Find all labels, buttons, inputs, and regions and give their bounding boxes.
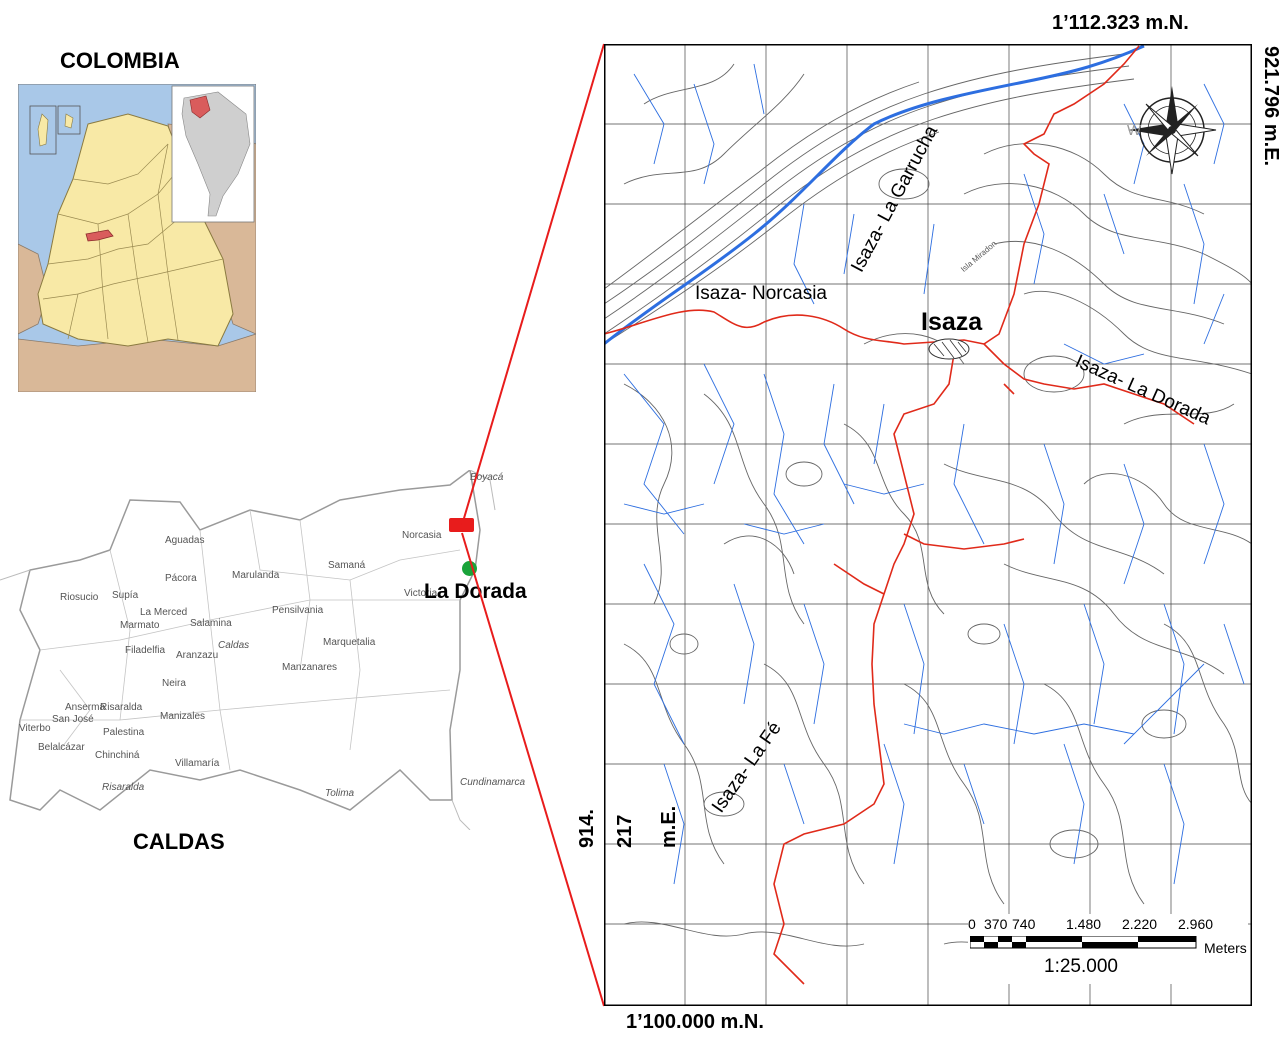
scale-tick-label: 2.960	[1178, 916, 1214, 932]
region-label: Tolima	[325, 788, 355, 799]
scale-tick-label: 370	[984, 916, 1008, 932]
region-label: Cundinamarca	[460, 777, 526, 788]
department-title: CALDAS	[133, 829, 225, 854]
colombia-inset-map	[18, 84, 256, 392]
municipality-label: Caldas	[218, 640, 250, 651]
topographic-map	[604, 44, 1252, 1006]
coordinate-bottom: 1’100.000 m.N.	[626, 1011, 764, 1033]
municipality-label: Manzanares	[282, 662, 338, 673]
scale-tick-label: 2.220	[1122, 916, 1158, 932]
municipality-label: Marquetalia	[323, 637, 376, 648]
municipality-label: Norcasia	[402, 530, 442, 541]
coordinate-top: 1’112.323 m.N.	[1052, 12, 1189, 34]
municipality-label: Villamaría	[175, 758, 220, 769]
municipality-label: Palestina	[103, 727, 145, 738]
municipality-label: Neira	[162, 678, 186, 689]
municipality-label: Manizales	[160, 711, 206, 722]
country-title: COLOMBIA	[60, 48, 180, 73]
municipality-label: Aranzazu	[176, 650, 219, 661]
scale-bar-graphic	[970, 936, 1197, 949]
municipality-label: Viterbo	[19, 723, 51, 734]
municipality-label: Anserma	[65, 702, 106, 713]
scale-ratio: 1:25.000	[1044, 956, 1118, 977]
locality-label-isaza: Isaza	[921, 308, 983, 336]
municipality-label: Marmato	[120, 620, 160, 631]
municipality-label: Pensilvania	[272, 605, 324, 616]
coordinate-left-1: 914.	[576, 809, 598, 848]
scale-bar: 0 370 740 1.480 2.220 2.960 Meters 1:25.…	[968, 914, 1248, 984]
municipality-label: Pácora	[165, 573, 197, 584]
coordinate-left-3: m.E.	[658, 805, 680, 848]
municipality-label: Chinchiná	[95, 750, 140, 761]
municipality-label: Riosucio	[60, 592, 99, 603]
municipality-label: Risaralda	[100, 702, 143, 713]
municipality-label: Supía	[112, 590, 139, 601]
municipality-label: Salamina	[190, 618, 232, 629]
municipality-label: Marulanda	[232, 570, 280, 581]
municipality-label: La Merced	[140, 607, 188, 618]
municipality-label: Filadelfia	[125, 645, 166, 656]
coordinate-left-2: 217	[614, 814, 636, 848]
scale-unit: Meters	[1204, 940, 1247, 956]
municipality-label: San José	[52, 714, 94, 725]
coordinate-right: 921.796 m.E.	[1260, 46, 1282, 167]
municipality-label: Belalcázar	[38, 742, 85, 753]
municipality-label: Victoria	[404, 588, 438, 599]
compass-west-letter: W	[1127, 122, 1142, 139]
region-label: Boyacá	[470, 472, 504, 483]
municipality-label: Samaná	[328, 560, 366, 571]
scale-tick-label: 1.480	[1066, 916, 1102, 932]
study-area-marker	[449, 518, 474, 532]
region-label: Risaralda	[102, 782, 145, 793]
caldas-department-map	[0, 470, 496, 830]
scale-tick-label: 740	[1012, 916, 1036, 932]
municipality-label: Aguadas	[165, 535, 205, 546]
road-label-norcasia: Isaza- Norcasia	[695, 283, 827, 304]
scale-tick-label: 0	[968, 916, 976, 932]
la-dorada-label: La Dorada	[424, 580, 527, 603]
